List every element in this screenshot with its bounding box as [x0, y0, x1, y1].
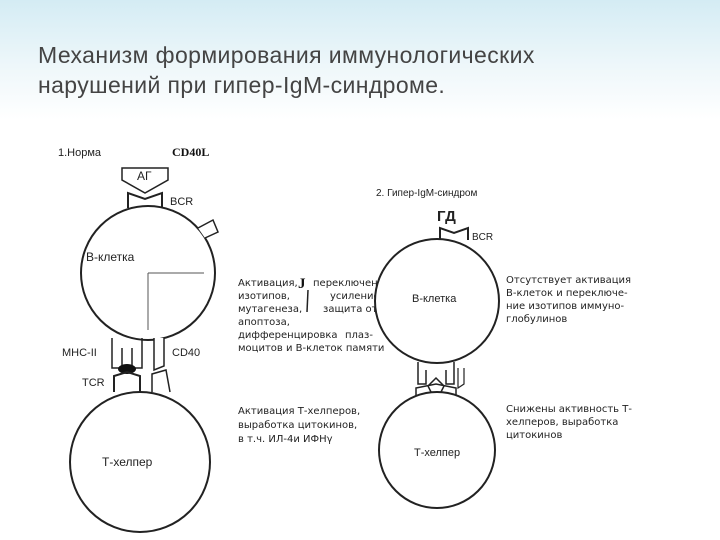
cd40l-t-receptor	[151, 369, 171, 393]
t-activation-3: в т.ч. ИЛ-4и ИФНγ	[238, 434, 333, 445]
mhc-receptor	[111, 338, 143, 369]
title-line-1: Механизм формирования иммунологических	[38, 42, 535, 68]
cd40l-marker	[197, 218, 219, 239]
b-cell-circle-right	[374, 238, 500, 364]
right-b-line-1: Отсутствует активация	[506, 275, 631, 286]
mhc-label: МНС-II	[62, 347, 97, 359]
cd40-label: CD40	[172, 347, 200, 359]
t-activation-2: выработка цитокинов,	[238, 420, 357, 431]
mid-right-3: защита от	[323, 304, 378, 315]
norm-heading: 1.Норма	[58, 147, 102, 159]
right-t-line-1: Снижены активность Т-	[506, 404, 632, 415]
mid-right-2: усиление	[330, 291, 380, 302]
mid-letter-j: J	[298, 276, 306, 292]
mid-line-4: апоптоза,	[238, 317, 290, 328]
mid-bar	[306, 289, 309, 313]
t-helper-circle	[69, 391, 211, 533]
gd-label: ГД	[437, 208, 456, 225]
bcr-receptor-right	[439, 226, 469, 240]
t-helper-label: Т-хелпер	[102, 455, 153, 469]
mid-line-1: Активация,	[238, 278, 298, 289]
mid-line-2: изотипов,	[238, 291, 290, 302]
antigen-shape	[121, 167, 169, 194]
peptide-blob	[118, 364, 136, 374]
tcr-label: TCR	[82, 377, 105, 389]
cd40l-label: CD40L	[172, 145, 209, 159]
mhc-receptor-right	[417, 362, 455, 385]
b-cell-label-right: В-клетка	[412, 293, 457, 305]
mid-line-3: мутагенеза,	[238, 304, 302, 315]
right-t-line-3: цитокинов	[506, 430, 562, 441]
cd40-receptor-right	[457, 368, 465, 390]
bcr-receptor	[127, 191, 163, 208]
hyper-igm-heading: 2. Гипер-IgM-синдром	[376, 188, 477, 199]
right-b-line-4: глобулинов	[506, 314, 567, 325]
right-b-line-2: В-клеток и переключе-	[506, 288, 628, 299]
t-activation-1: Активация Т-хелперов,	[238, 406, 360, 417]
mid-line-5: дифференцировка	[238, 330, 338, 341]
mid-line-6: моцитов и В-клеток памяти	[238, 343, 384, 354]
mid-right-4: плаз-	[345, 330, 373, 341]
tcr-receptor	[113, 370, 141, 392]
right-b-line-3: ние изотипов иммуно-	[506, 301, 625, 312]
antigen-label: АГ	[137, 169, 152, 183]
cd40-receptor	[153, 338, 165, 372]
t-helper-circle-right	[378, 391, 496, 509]
right-t-line-2: хелперов, выработка	[506, 417, 618, 428]
bcr-label-right: BCR	[472, 232, 493, 243]
tcr-receptor-right	[415, 383, 457, 398]
title-band	[0, 0, 720, 120]
t-helper-label-right: Т-хелпер	[414, 447, 460, 459]
title-line-2: нарушений при гипер-IgM-синдроме.	[38, 72, 446, 98]
bcr-label: BCR	[170, 196, 193, 208]
slide-title: Механизм формирования иммунологических н…	[38, 40, 678, 100]
b-cell-label: В-клетка	[86, 250, 135, 264]
mid-right-1: переключение	[313, 278, 390, 289]
